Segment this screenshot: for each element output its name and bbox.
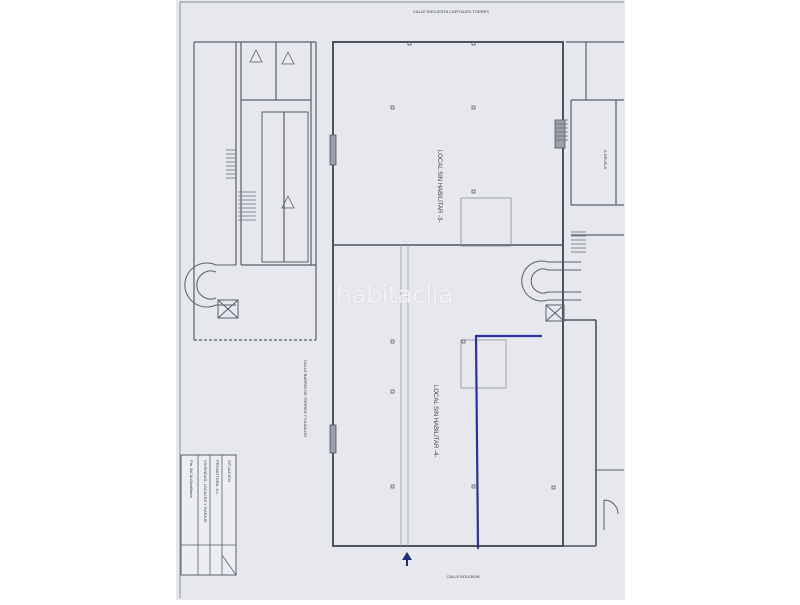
left-building	[193, 41, 317, 341]
side-room-label: A.DELELA	[603, 150, 608, 169]
left-street-label: CALLE BARRIO DE TORRES Y CASALDO	[303, 360, 308, 437]
title-block-line1: Pta. BAJA Albañileria	[189, 460, 194, 498]
right-building	[566, 41, 624, 236]
bottom-street-label: CALLE BOLEBON	[446, 574, 479, 579]
top-street-label: CALLE ENCUESTA CAPITALEO TORRES	[413, 9, 489, 14]
elevator-icon	[217, 299, 239, 319]
left-stair-hatch	[226, 149, 256, 221]
plan-sheet: CALLE ENCUESTA CAPITALEO TORRES	[176, 0, 625, 600]
ramp-arrow-icon	[249, 49, 295, 209]
title-block-line4: SITUACION	[227, 460, 232, 482]
lower-unit-label: LOCAL SIN HABILITAR -4-	[432, 385, 438, 457]
title-block: Pta. BAJA Albañileria VIVIENDAS, LOCALES…	[180, 454, 237, 576]
upper-unit-label: LOCAL SIN HABILITAR -3-	[436, 150, 442, 222]
spiral-stair-icon	[184, 262, 236, 308]
watermark-logo: habitaclia	[336, 280, 454, 309]
bottom-right-structure	[596, 469, 624, 530]
up-arrow-icon	[402, 552, 412, 566]
spiral-stair-icon	[521, 260, 581, 302]
elevator-icon	[545, 304, 565, 322]
title-block-line3: PROMOTORA: S.L.	[215, 460, 220, 496]
pen-boundary-mark	[474, 334, 543, 550]
title-block-line2: VIVIENDAS, LOCALES Y GARAJE	[203, 460, 208, 523]
floor-plan-drawing: CALLE ENCUESTA CAPITALEO TORRES	[176, 0, 625, 600]
column-markers	[390, 41, 556, 490]
right-stair-hatch	[556, 119, 586, 253]
main-building-walls	[332, 41, 597, 547]
